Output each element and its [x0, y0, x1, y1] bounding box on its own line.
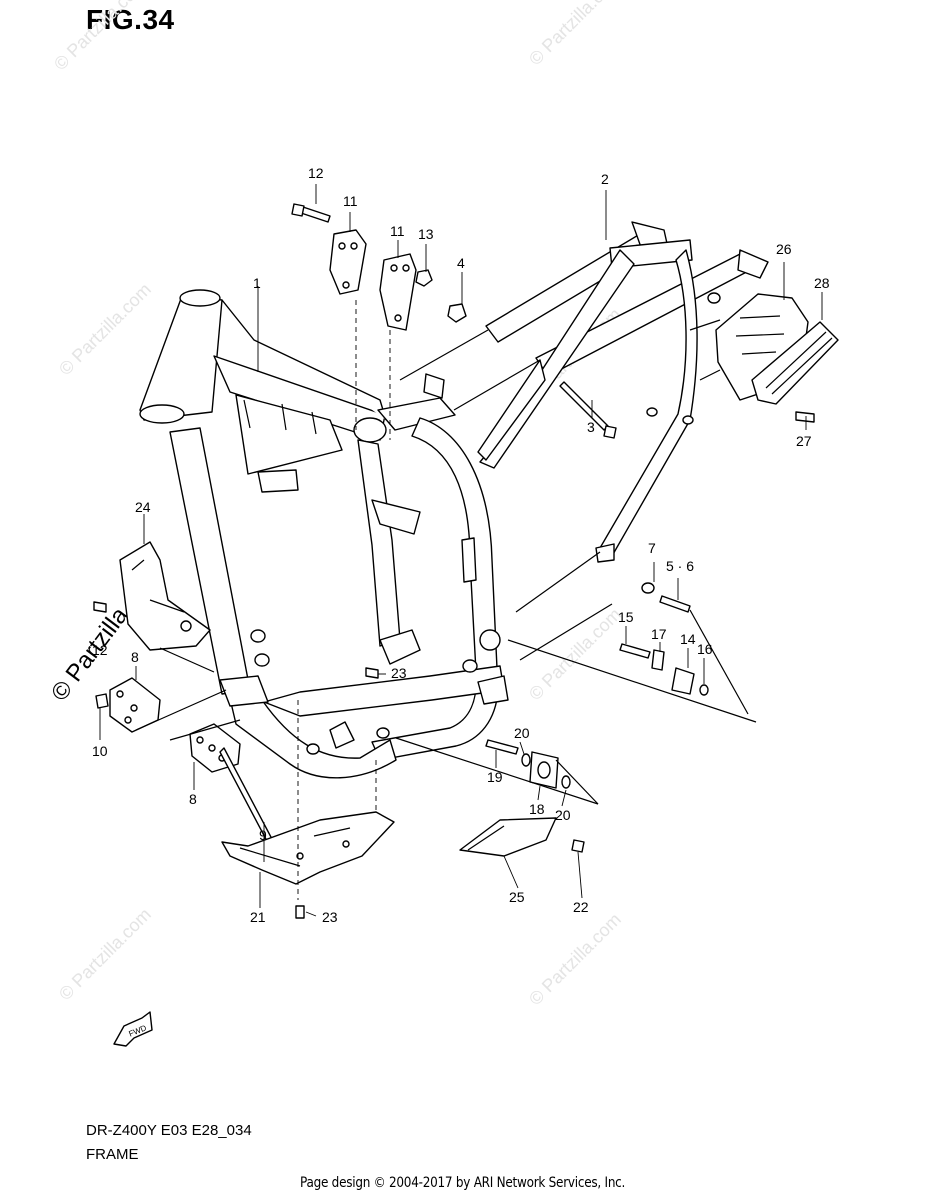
fwd-arrow-icon: FWD: [113, 1011, 153, 1047]
callout-16: 16: [697, 641, 713, 657]
callout-14: 14: [680, 631, 696, 647]
callout-24: 24: [135, 499, 151, 515]
callout-11: 11: [390, 223, 405, 239]
brackets: [291, 203, 815, 439]
callout-27: 27: [796, 433, 812, 449]
callout-23: 23: [391, 665, 407, 681]
callout-8: 8: [189, 791, 197, 807]
callout-19: 19: [487, 769, 503, 785]
callout-12: 12: [92, 642, 108, 658]
callout-26: 26: [776, 241, 792, 257]
callout-12: 12: [308, 165, 324, 181]
callout-17: 17: [651, 626, 667, 642]
callout-20: 20: [514, 725, 530, 741]
callout-23: 23: [322, 909, 338, 925]
callout-10: 10: [92, 743, 108, 759]
figure-title: FIG.34: [86, 4, 175, 35]
callout-28: 28: [814, 275, 830, 291]
lower-parts: [221, 667, 585, 919]
left-side-parts: [93, 541, 283, 863]
copyright-text: Page design © 2004-2017 by ARI Network S…: [300, 1175, 626, 1191]
rear-subframe: [477, 221, 769, 563]
callout-3: 3: [587, 419, 595, 435]
callout-1: 1: [253, 275, 261, 291]
callout-5-6: 5 · 6: [666, 558, 694, 574]
callout-15: 15: [618, 609, 634, 625]
callout-labels: 1 2 3 4 5 · 6 7 8 8 9 10 11 11 12 12 13 …: [92, 165, 830, 925]
electronic-boxes: [715, 293, 839, 405]
model-code: DR-Z400Y E03 E28_034: [86, 1122, 252, 1139]
callout-22: 22: [573, 899, 589, 915]
callout-9: 9: [259, 827, 267, 843]
mount-hardware: [485, 582, 709, 789]
callout-2: 2: [601, 171, 609, 187]
callout-21: 21: [250, 909, 266, 925]
callout-20: 20: [555, 807, 571, 823]
callout-25: 25: [509, 889, 525, 905]
callout-7: 7: [648, 540, 656, 556]
callout-8: 8: [131, 649, 139, 665]
leader-lines: [99, 184, 823, 917]
section-name: FRAME: [86, 1146, 139, 1163]
frame-main: [139, 289, 509, 779]
callout-18: 18: [529, 801, 545, 817]
callout-11: 11: [343, 193, 358, 209]
callout-13: 13: [418, 226, 434, 242]
callout-4: 4: [457, 255, 465, 271]
